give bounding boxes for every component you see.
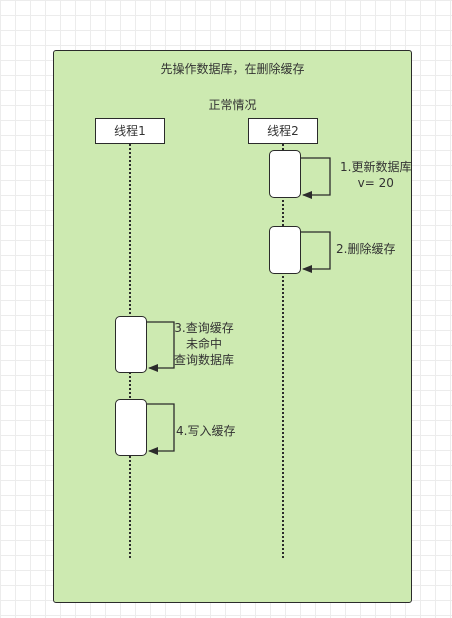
activation-write-cache	[115, 399, 147, 456]
actor-thread-1: 线程1	[95, 118, 165, 144]
message-update-db-line1: 1.更新数据库	[340, 160, 412, 174]
message-update-db-line2: v= 20	[357, 176, 394, 190]
arrow-update-db	[301, 157, 331, 199]
lifeline-thread-2	[282, 144, 284, 558]
message-query-cache-line3: 查询数据库	[174, 353, 235, 367]
actor-thread-2: 线程2	[248, 118, 318, 144]
arrow-delete-cache	[301, 231, 331, 273]
arrow-write-cache	[147, 403, 175, 455]
message-query-cache: 3.查询缓存 未命中 查询数据库	[174, 320, 234, 368]
activation-delete-cache	[269, 226, 301, 274]
activation-update-db	[269, 150, 301, 198]
message-query-cache-line1: 3.查询缓存	[174, 321, 234, 335]
diagram-title: 先操作数据库，在删除缓存	[160, 62, 305, 76]
message-write-cache: 4.写入缓存	[176, 424, 236, 438]
arrow-query-cache	[147, 321, 175, 372]
message-query-cache-line2: 未命中	[186, 337, 223, 351]
diagram-subtitle: 正常情况	[208, 98, 257, 112]
message-delete-cache: 2.删除缓存	[336, 242, 396, 256]
message-update-db: 1.更新数据库 v= 20	[340, 159, 411, 191]
activation-query-cache	[115, 316, 147, 373]
